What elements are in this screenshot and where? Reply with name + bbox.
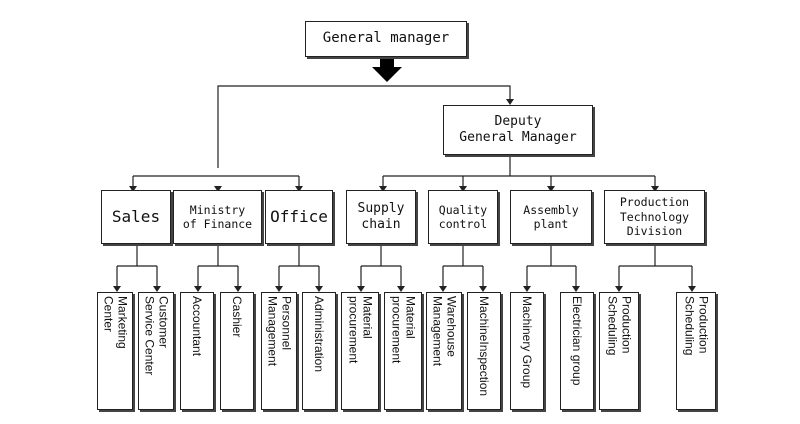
leaf-material-procurement-2: Material procurement <box>384 292 422 410</box>
leaf-label: Marketing Center <box>101 296 130 349</box>
leaf-machine-inspection: MachineInspection <box>467 292 501 410</box>
general-manager-box: General manager <box>305 21 467 57</box>
dept-production-technology-division: Production Technology Division <box>604 190 705 244</box>
leaf-production-scheduling-1: Production Scheduling <box>599 292 639 410</box>
leaf-electrician-group: Electrician group <box>560 292 594 410</box>
leaf-marketing-center: Marketing Center <box>97 292 133 410</box>
leaf-label: Cashier <box>230 296 245 338</box>
leaf-label: MachineInspection <box>477 296 492 397</box>
leaf-label: Machinery Group <box>520 296 535 389</box>
leaf-label: Material procurement <box>346 296 375 364</box>
leaf-label: Production Scheduling <box>605 296 634 356</box>
leaf-label: Customer Service Center <box>142 296 171 376</box>
down-arrow-icon <box>372 59 402 82</box>
leaf-personnel-management: Personnel Management <box>261 292 297 410</box>
dept-label: Supply chain <box>357 200 405 232</box>
leaf-customer-service-center: Customer Service Center <box>138 292 174 410</box>
dept-supply-chain: Supply chain <box>346 190 416 244</box>
dept-office: Office <box>265 190 333 244</box>
leaf-cashier: Cashier <box>220 292 254 410</box>
leaf-administration: Administration <box>302 292 336 410</box>
leaf-label: Accountant <box>190 296 205 357</box>
dept-label: Production Technology Division <box>619 195 690 239</box>
leaf-label: Material procurement <box>389 296 418 364</box>
leaf-label: Electrician group <box>570 296 585 386</box>
leaf-accountant: Accountant <box>180 292 214 410</box>
dept-label: Sales <box>111 207 161 226</box>
leaf-warehouse-management: Warehouse Management <box>426 292 462 410</box>
leaf-label: Production Scheduling <box>682 296 711 356</box>
leaf-machinery-group: Machinery Group <box>510 292 544 410</box>
general-manager-label: General manager <box>322 30 450 47</box>
dept-label: Assembly plant <box>523 202 579 231</box>
dept-label: Office <box>270 207 328 226</box>
dept-assembly-plant: Assembly plant <box>510 190 592 244</box>
dept-label: Ministry of Finance <box>182 202 253 231</box>
dept-quality-control: Quality control <box>428 190 498 244</box>
leaf-production-scheduling-2: Production Scheduling <box>676 292 716 410</box>
dept-label: Quality control <box>438 202 488 231</box>
leaf-material-procurement-1: Material procurement <box>341 292 379 410</box>
deputy-label: Deputy General Manager <box>459 113 577 145</box>
leaf-label: Administration <box>312 296 327 373</box>
dept-sales: Sales <box>101 190 171 244</box>
leaf-label: Warehouse Management <box>430 296 459 367</box>
deputy-general-manager-box: Deputy General Manager <box>443 105 593 155</box>
leaf-label: Personnel Management <box>265 296 294 367</box>
dept-ministry-of-finance: Ministry of Finance <box>173 190 262 244</box>
